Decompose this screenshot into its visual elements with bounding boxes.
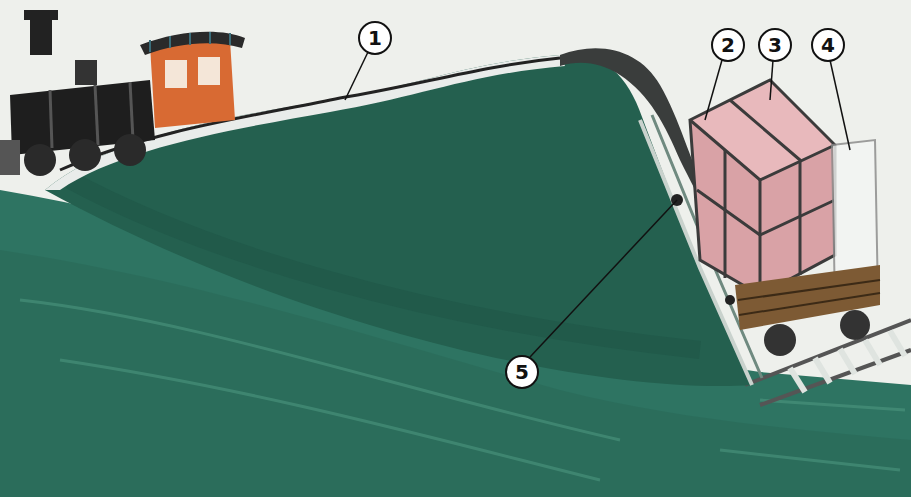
rails (745, 320, 911, 405)
wave-shade (70, 180, 700, 350)
callout-number: 5 (505, 355, 539, 389)
callout-number: 4 (811, 28, 845, 62)
locomotive (0, 10, 245, 176)
callout-number: 1 (358, 21, 392, 55)
callout-number: 2 (711, 28, 745, 62)
pivot (725, 295, 735, 305)
wagon (735, 265, 880, 356)
callout-number: 3 (758, 28, 792, 62)
leader-lines (345, 52, 850, 357)
crate (690, 80, 835, 295)
